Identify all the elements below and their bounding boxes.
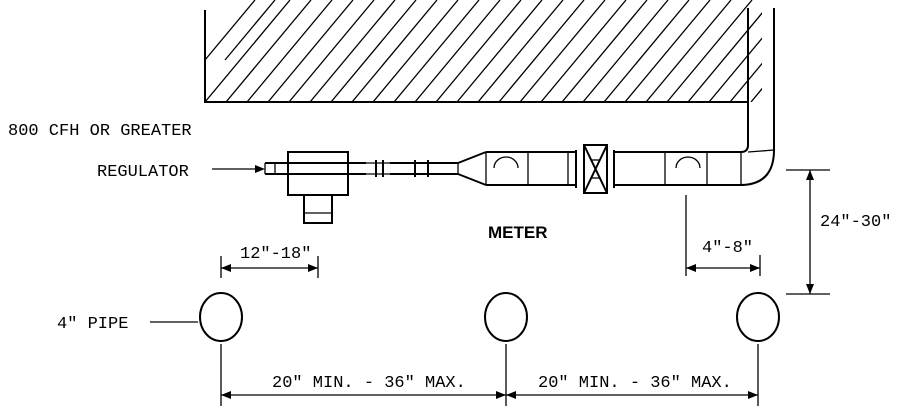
hatch-line	[267, 0, 354, 102]
dim-height	[786, 169, 830, 295]
hatch-line	[687, 12, 762, 102]
dim-spacing-left-label: 20" MIN. - 36" MAX.	[272, 374, 466, 393]
hatch-line	[561, 0, 648, 102]
hatch-line	[582, 0, 669, 102]
hatch-line	[393, 0, 480, 102]
hatch-line	[246, 0, 333, 102]
regulator-leader	[212, 165, 265, 173]
hatch-line	[666, 0, 753, 102]
hatch-line	[309, 0, 396, 102]
hatch-line	[814, 0, 897, 102]
hatch-line	[498, 0, 585, 102]
dim-height-label: 24"-30"	[820, 213, 891, 232]
dim-spacing-right-label: 20" MIN. - 36" MAX.	[538, 374, 732, 393]
hatch-line	[750, 87, 762, 102]
hatch-line	[435, 0, 522, 102]
meter-assembly	[366, 144, 742, 194]
hatch-line	[603, 0, 690, 102]
capacity-label: 800 CFH OR GREATER	[8, 122, 192, 141]
hatch-line	[477, 0, 564, 102]
hatch-line	[414, 0, 501, 102]
hatch-line	[351, 0, 438, 102]
pipe-circle-left	[199, 292, 243, 342]
hatch-line	[288, 0, 375, 102]
pipe-circles	[150, 292, 780, 342]
hatch-line	[225, 0, 312, 102]
hatch-line	[456, 0, 543, 102]
hatch-line	[708, 37, 762, 102]
pipe-label: 4" PIPE	[57, 315, 128, 334]
wall-hatch	[204, 0, 897, 103]
dim-spacing	[220, 344, 759, 406]
meter-label: METER	[488, 223, 548, 242]
hatch-line	[624, 0, 711, 102]
dim-riser-offset-label: 4"-8"	[702, 239, 753, 258]
hatch-line	[772, 0, 857, 102]
hatch-line	[205, 0, 291, 102]
hatch-line	[540, 0, 627, 102]
regulator	[264, 151, 366, 224]
pipe-circle-middle	[484, 292, 528, 342]
dim-regulator-offset	[220, 256, 319, 278]
hatch-line	[729, 62, 762, 102]
hatch-line	[372, 0, 459, 102]
hatch-line	[793, 0, 878, 102]
hatch-line	[330, 0, 417, 102]
hatch-line	[645, 0, 732, 102]
dim-riser-offset	[685, 195, 761, 276]
pipe-circle-right	[736, 292, 780, 342]
dim-regulator-offset-label: 12"-18"	[240, 245, 311, 264]
regulator-label: REGULATOR	[97, 163, 189, 182]
hatch-line	[519, 0, 606, 102]
